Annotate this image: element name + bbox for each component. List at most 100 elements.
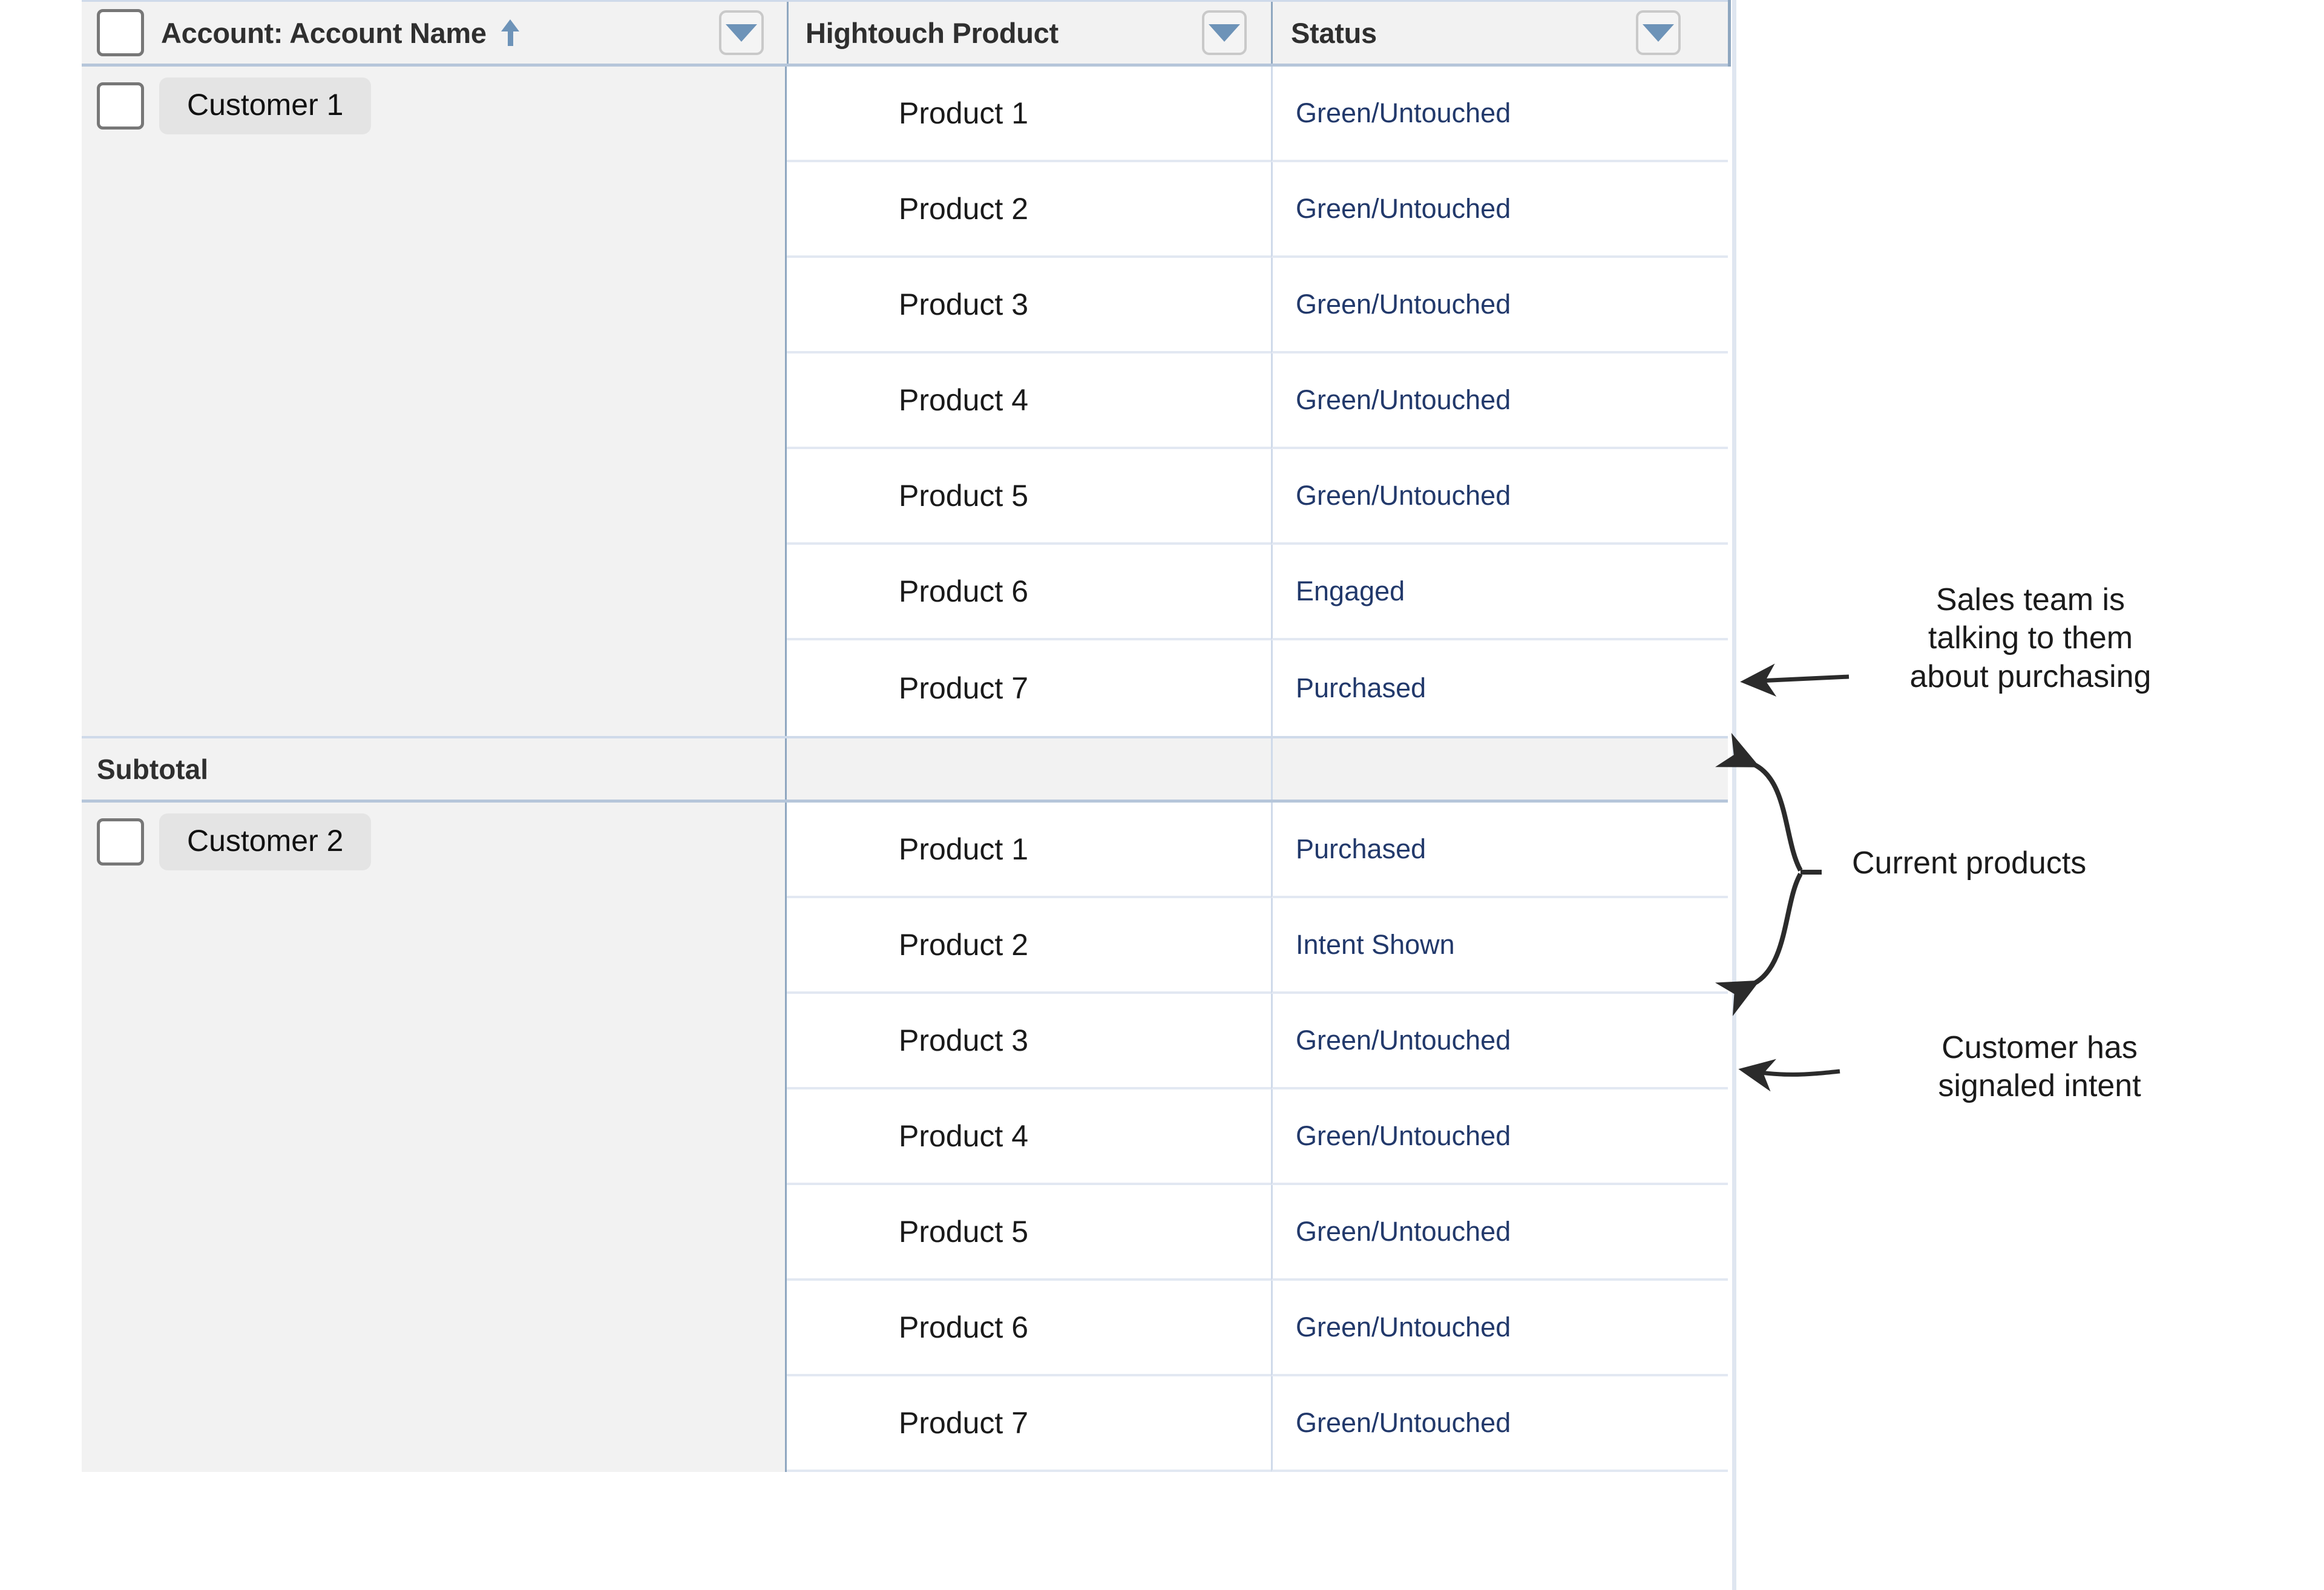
row-status-cell: Green/Untouched (1271, 258, 1728, 353)
table-row[interactable]: Product 2 Green/Untouched (82, 162, 1728, 258)
row-status-cell: Green/Untouched (1271, 994, 1728, 1089)
subtotal-product-cell (787, 738, 1271, 800)
status-value[interactable]: Green/Untouched (1296, 97, 1511, 128)
row-status-cell: Green/Untouched (1271, 353, 1728, 449)
filter-dropdown-product[interactable] (1202, 10, 1247, 55)
header-label-product: Hightouch Product (806, 16, 1059, 49)
row-product-cell: Product 3 (787, 994, 1271, 1089)
status-value[interactable]: Green/Untouched (1296, 1025, 1511, 1056)
table-row[interactable]: Customer 2 Product 1 Purchased (82, 803, 1728, 898)
row-status-cell: Purchased (1271, 803, 1728, 898)
row-status-cell: Green/Untouched (1271, 1185, 1728, 1281)
table-row[interactable]: Product 6 Engaged (82, 545, 1728, 640)
status-value[interactable]: Engaged (1296, 576, 1405, 606)
table-right-edge (1732, 0, 1736, 1590)
product-name: Product 7 (899, 1406, 1029, 1440)
status-value[interactable]: Green/Untouched (1296, 1312, 1511, 1342)
row-account-cell (82, 1281, 787, 1376)
row-product-cell: Product 2 (787, 162, 1271, 258)
row-account-cell (82, 1089, 787, 1185)
product-name: Product 6 (899, 574, 1029, 608)
account-name-pill[interactable]: Customer 1 (159, 77, 372, 134)
chevron-down-icon (1643, 24, 1674, 42)
report-table: Account: Account Name Hightouch Product … (82, 0, 1728, 1472)
annotation-current-products-label: Current products (1852, 846, 2087, 881)
product-name: Product 4 (899, 383, 1029, 417)
subtotal-status-cell (1271, 738, 1728, 800)
table-row[interactable]: Product 7 Purchased (82, 640, 1728, 736)
select-all-checkbox[interactable] (97, 9, 144, 56)
row-product-cell: Product 3 (787, 258, 1271, 353)
row-status-cell: Green/Untouched (1271, 162, 1728, 258)
row-product-cell: Product 7 (787, 640, 1271, 736)
arrow-intent (1738, 1059, 1840, 1092)
table-row[interactable]: Product 6 Green/Untouched (82, 1281, 1728, 1376)
row-status-cell: Engaged (1271, 545, 1728, 640)
table-row[interactable]: Product 5 Green/Untouched (82, 1185, 1728, 1281)
table-row[interactable]: Product 7 Green/Untouched (82, 1376, 1728, 1472)
status-value[interactable]: Green/Untouched (1296, 1216, 1511, 1247)
product-name: Product 6 (899, 1310, 1029, 1344)
row-product-cell: Product 1 (787, 803, 1271, 898)
table-row[interactable]: Product 4 Green/Untouched (82, 353, 1728, 449)
row-account-cell (82, 162, 787, 258)
row-product-cell: Product 5 (787, 449, 1271, 545)
table-header-row: Account: Account Name Hightouch Product … (82, 0, 1728, 67)
row-status-cell: Green/Untouched (1271, 67, 1728, 162)
row-account-cell (82, 258, 787, 353)
row-product-cell: Product 6 (787, 545, 1271, 640)
status-value[interactable]: Purchased (1296, 672, 1426, 703)
product-name: Product 1 (899, 832, 1029, 866)
table-row[interactable]: Product 3 Green/Untouched (82, 994, 1728, 1089)
product-name: Product 1 (899, 96, 1029, 130)
status-value[interactable]: Green/Untouched (1296, 1120, 1511, 1151)
annotation-intent-label: Customer has signaled intent (1938, 1030, 2141, 1104)
subtotal-label: Subtotal (97, 753, 208, 785)
row-status-cell: Green/Untouched (1271, 1089, 1728, 1185)
product-name: Product 3 (899, 287, 1029, 321)
product-name: Product 2 (899, 192, 1029, 226)
arrow-engaged (1740, 663, 1850, 697)
row-account-cell (82, 353, 787, 449)
status-value[interactable]: Intent Shown (1296, 929, 1455, 960)
annotation-engaged-label: Sales team is talking to them about purc… (1909, 582, 2152, 694)
status-value[interactable]: Green/Untouched (1296, 384, 1511, 415)
row-product-cell: Product 1 (787, 67, 1271, 162)
status-value[interactable]: Green/Untouched (1296, 193, 1511, 224)
row-select-checkbox[interactable] (97, 818, 144, 866)
table-right-edge-header (1728, 0, 1731, 67)
header-label-account: Account: Account Name (161, 16, 487, 49)
row-account-cell (82, 898, 787, 994)
table-row[interactable]: Product 3 Green/Untouched (82, 258, 1728, 353)
account-name-pill[interactable]: Customer 2 (159, 813, 372, 870)
row-product-cell: Product 5 (787, 1185, 1271, 1281)
header-cell-product[interactable]: Hightouch Product (787, 2, 1271, 64)
filter-dropdown-status[interactable] (1636, 10, 1681, 55)
table-row[interactable]: Product 4 Green/Untouched (82, 1089, 1728, 1185)
status-value[interactable]: Green/Untouched (1296, 289, 1511, 320)
row-account-cell (82, 545, 787, 640)
sort-ascending-icon[interactable] (501, 19, 519, 46)
row-account-cell: Customer 1 (82, 67, 787, 162)
row-product-cell: Product 7 (787, 1376, 1271, 1472)
status-value[interactable]: Green/Untouched (1296, 1407, 1511, 1438)
filter-dropdown-account[interactable] (719, 10, 764, 55)
row-account-cell (82, 1185, 787, 1281)
row-select-checkbox[interactable] (97, 82, 144, 130)
subtotal-account-cell: Subtotal (82, 738, 787, 800)
row-account-cell (82, 449, 787, 545)
chevron-down-icon (1209, 24, 1240, 42)
row-status-cell: Purchased (1271, 640, 1728, 736)
table-row[interactable]: Customer 1 Product 1 Green/Untouched (82, 67, 1728, 162)
header-cell-status[interactable]: Status (1271, 2, 1728, 64)
header-cell-account[interactable]: Account: Account Name (82, 2, 787, 64)
table-row[interactable]: Product 2 Intent Shown (82, 898, 1728, 994)
status-value[interactable]: Purchased (1296, 833, 1426, 864)
status-value[interactable]: Green/Untouched (1296, 480, 1511, 511)
product-name: Product 2 (899, 928, 1029, 962)
table-row[interactable]: Product 5 Green/Untouched (82, 449, 1728, 545)
row-account-cell (82, 1376, 787, 1472)
row-status-cell: Green/Untouched (1271, 449, 1728, 545)
product-name: Product 5 (899, 1215, 1029, 1249)
